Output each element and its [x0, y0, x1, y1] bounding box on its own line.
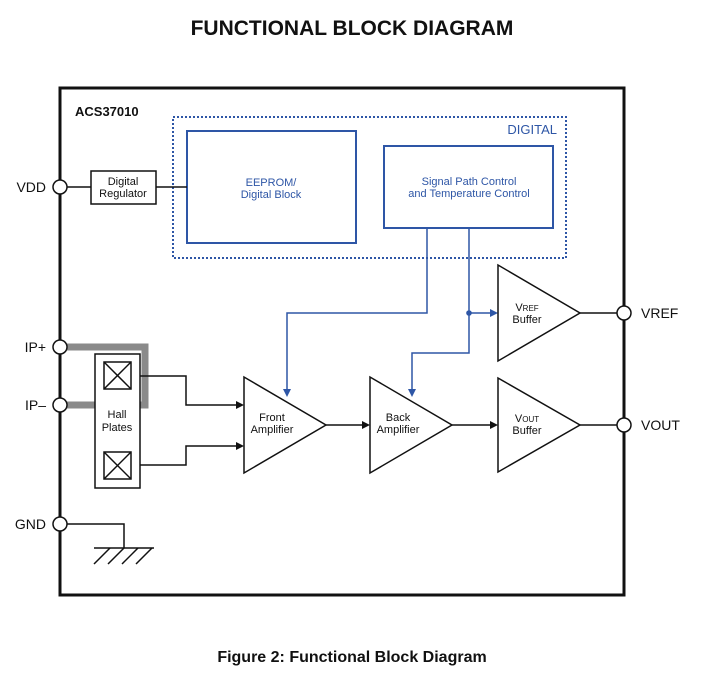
pin-label-ip-plus: IP+	[25, 339, 46, 355]
vref-buffer-label-2: Buffer	[512, 314, 541, 326]
vout-buffer-label-1: VOUT	[515, 413, 539, 425]
eeprom-label-1: EEPROM/	[246, 177, 298, 189]
front-amplifier-label-1: Front	[259, 412, 285, 424]
arrowhead-back-amp	[408, 389, 416, 397]
hall-to-amp-wires	[140, 375, 237, 466]
vref-buffer: VREF Buffer	[497, 263, 582, 363]
pin-ip-plus	[52, 339, 68, 355]
diagram-title: FUNCTIONAL BLOCK DIAGRAM	[191, 17, 514, 40]
pin-vout	[616, 417, 632, 433]
pin-vdd	[52, 179, 68, 195]
signal-path-label-1: Signal Path Control	[422, 176, 517, 188]
pin-label-gnd: GND	[15, 516, 46, 532]
vout-buffer: VOUT Buffer	[497, 376, 582, 474]
pin-label-vref: VREF	[641, 305, 678, 321]
digital-region-label: DIGITAL	[507, 122, 557, 137]
junction-dot	[466, 310, 472, 316]
digital-regulator-block: Digital Regulator	[90, 170, 157, 205]
control-lines	[286, 228, 494, 390]
arrowhead-vref-buffer	[490, 309, 498, 317]
control-line-back-amp	[411, 228, 470, 390]
figure-caption: Figure 2: Functional Block Diagram	[217, 649, 486, 666]
chip-name: ACS37010	[75, 104, 139, 119]
ground-symbol	[67, 523, 154, 565]
back-amplifier-label-2: Amplifier	[377, 424, 420, 436]
hall-plates-label-1: Hall	[108, 409, 127, 421]
eeprom-label-2: Digital Block	[241, 189, 302, 201]
vout-buffer-label-2: Buffer	[512, 425, 541, 437]
arrowhead-front-amp	[283, 389, 291, 397]
back-amplifier: Back Amplifier	[369, 375, 454, 475]
front-amplifier: Front Amplifier	[243, 375, 328, 475]
pin-label-vout: VOUT	[641, 417, 680, 433]
eeprom-block: EEPROM/ Digital Block	[186, 130, 357, 244]
pin-ip-minus	[52, 397, 68, 413]
digital-regulator-label-1: Digital	[108, 176, 139, 188]
hall-plates-label-2: Plates	[102, 422, 133, 434]
hall-plates-block: Hall Plates	[94, 353, 141, 489]
digital-regulator-label-2: Regulator	[99, 188, 147, 200]
chip-outline	[58, 86, 626, 597]
signal-path-label-2: and Temperature Control	[408, 188, 529, 200]
pin-gnd	[52, 516, 68, 532]
pin-vref	[616, 305, 632, 321]
pin-label-vdd: VDD	[16, 179, 46, 195]
back-amplifier-label-1: Back	[386, 412, 411, 424]
pin-label-ip-minus: IP–	[25, 397, 46, 413]
control-line-front-amp	[286, 228, 428, 390]
signal-path-control-block: Signal Path Control and Temperature Cont…	[383, 145, 554, 229]
front-amplifier-label-2: Amplifier	[251, 424, 294, 436]
vref-buffer-label-1: VREF	[515, 302, 538, 314]
